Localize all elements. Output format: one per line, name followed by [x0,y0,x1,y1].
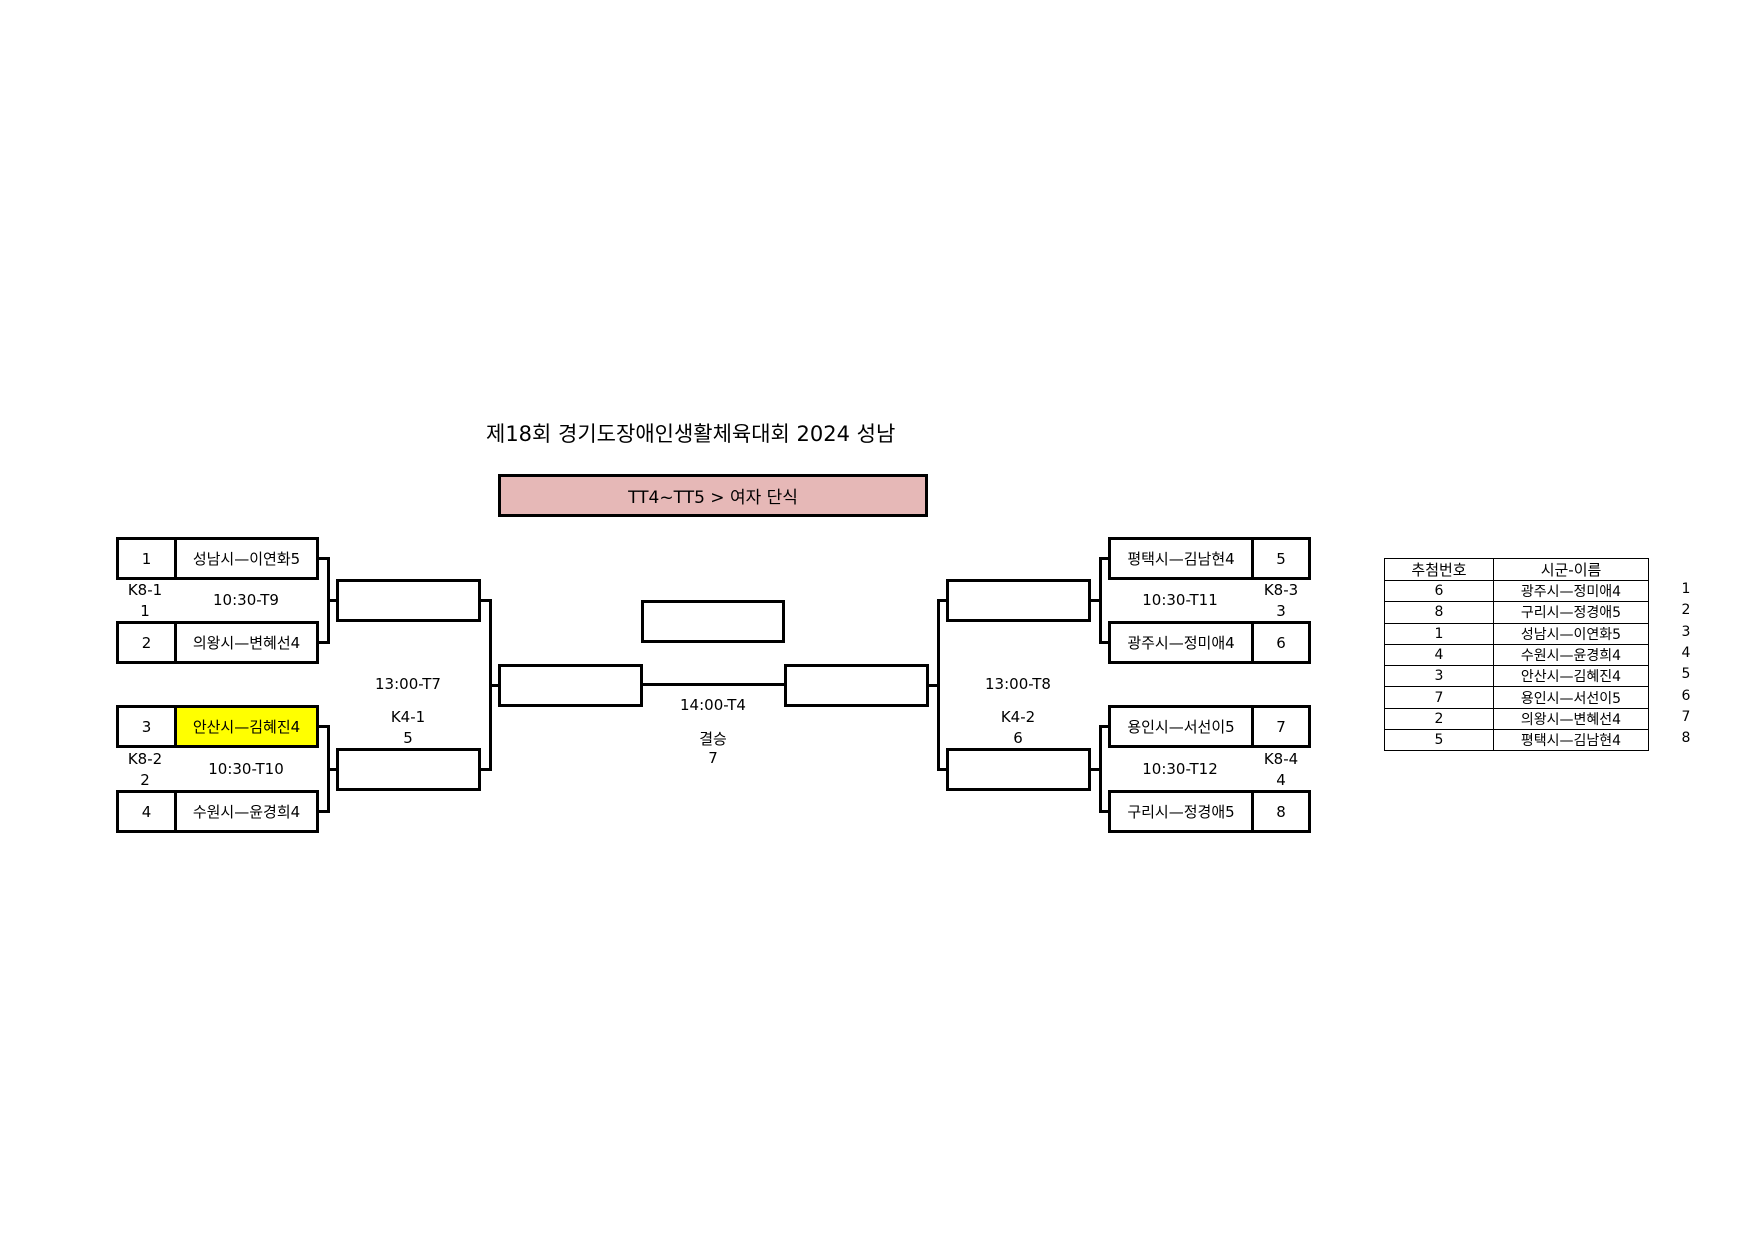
cell-name: 광주시—정미애4 [1493,579,1649,603]
cell-draw-no: 7 [1384,686,1494,709]
row-rank: 8 [1681,730,1691,747]
player-box: 의왕시—변혜선4 [174,621,319,664]
cell-name: 성남시—이연화5 [1493,622,1649,645]
semi-code: K4-1 [390,708,426,726]
match-num: 3 [1276,602,1286,620]
semi-num: 5 [403,729,413,747]
final-num: 7 [708,749,718,767]
cell-draw-no: 4 [1384,643,1494,667]
match-num: 1 [140,602,150,620]
match-num: 4 [1276,771,1286,789]
match-code: K8-3 [1263,581,1299,599]
match-num: 2 [140,771,150,789]
match-time: 10:30-T9 [213,591,279,609]
cell-name: 수원시—윤경희4 [1493,643,1649,667]
semi-time: 13:00-T8 [985,675,1051,693]
row-rank: 6 [1681,687,1691,704]
player-box: 용인시—서선이5 [1108,705,1254,748]
match-code: K8-2 [127,750,163,768]
match-code: K8-4 [1263,750,1299,768]
row-rank: 2 [1681,602,1691,619]
player-box-highlighted: 안산시—김혜진4 [174,705,319,748]
result-box [336,748,481,791]
cell-name: 평택시—김남현4 [1493,729,1649,752]
row-rank: 3 [1681,623,1691,640]
cell-draw-no: 6 [1384,579,1494,603]
cell-name: 안산시—김혜진4 [1493,665,1649,688]
result-box [946,748,1091,791]
semi-time: 13:00-T7 [375,675,441,693]
cell-name: 용인시—서선이5 [1493,686,1649,709]
result-box [946,579,1091,622]
event-banner: TT4~TT5 > 여자 단식 [498,474,928,517]
seed-box: 3 [116,705,177,748]
cell-draw-no: 1 [1384,622,1494,645]
row-rank: 1 [1681,581,1691,597]
seed-box: 5 [1251,537,1311,580]
row-rank: 5 [1681,666,1691,683]
final-label: 결승 [699,730,727,748]
match-time: 10:30-T12 [1142,760,1218,778]
page-title: 제18회 경기도장애인생활체육대회 2024 성남 [486,422,896,446]
seed-box: 2 [116,621,177,664]
seed-box: 7 [1251,705,1311,748]
seed-box: 1 [116,537,177,580]
header-draw-no: 추첨번호 [1384,558,1494,581]
cell-draw-no: 5 [1384,729,1494,752]
player-box: 구리시—정경애5 [1108,790,1254,833]
player-box: 평택시—김남현4 [1108,537,1254,580]
header-name: 시군-이름 [1493,558,1649,581]
semi-code: K4-2 [1000,708,1036,726]
seed-box: 6 [1251,621,1311,664]
row-rank: 7 [1681,708,1691,725]
row-rank: 4 [1681,644,1691,661]
cell-draw-no: 8 [1384,601,1494,624]
player-box: 광주시—정미애4 [1108,621,1254,664]
final-time: 14:00-T4 [680,696,746,714]
semi-result-box [784,664,929,707]
seed-box: 4 [116,790,177,833]
match-time: 10:30-T11 [1142,591,1218,609]
player-box: 수원시—윤경희4 [174,790,319,833]
semi-result-box [498,664,643,707]
match-code: K8-1 [127,581,163,599]
semi-num: 6 [1013,729,1023,747]
cell-name: 구리시—정경애5 [1493,601,1649,624]
cell-draw-no: 3 [1384,665,1494,688]
player-box: 성남시—이연화5 [174,537,319,580]
event-label: TT4~TT5 > 여자 단식 [628,488,798,508]
seed-box: 8 [1251,790,1311,833]
match-time: 10:30-T10 [208,760,284,778]
cell-draw-no: 2 [1384,707,1494,731]
champion-box [641,600,785,643]
result-box [336,579,481,622]
cell-name: 의왕시—변혜선4 [1493,707,1649,731]
